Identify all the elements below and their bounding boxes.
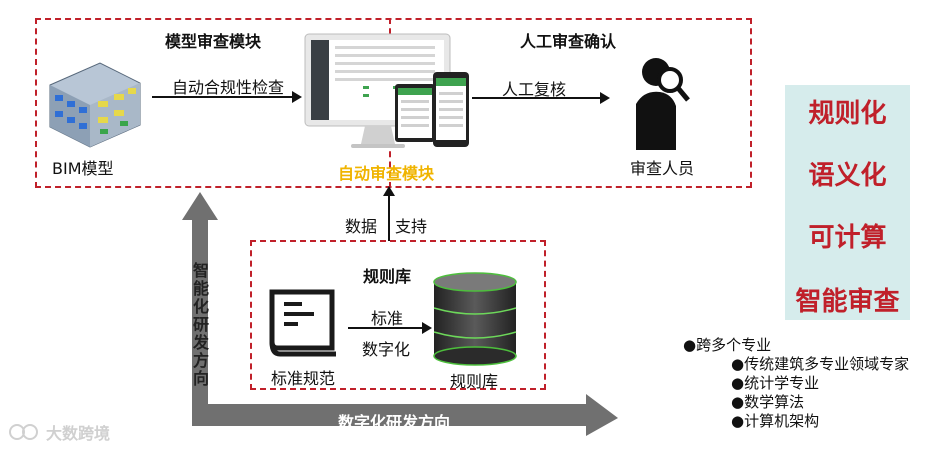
- side-item-smart-review: 智能审查: [795, 287, 900, 317]
- bim-label: BIM模型: [52, 159, 114, 178]
- data-support-arrow: [383, 186, 395, 241]
- watermark-logo-icon: [9, 424, 38, 440]
- watermark: 大数跨境: [8, 420, 110, 444]
- bullet-item: ●计算机架构: [731, 412, 820, 430]
- top-container: [35, 18, 752, 188]
- database-icon: [433, 272, 517, 366]
- manual-recheck-arrow: [472, 92, 610, 104]
- bim-model-icon: [49, 62, 141, 148]
- reviewer-label: 审查人员: [630, 159, 695, 178]
- side-item-computable: 可计算: [808, 223, 887, 253]
- horizontal-axis-label: 数字化研发方向: [338, 413, 451, 432]
- std-arrow-label-1: 标准: [371, 309, 404, 328]
- auto-module-label: 自动审查模块: [338, 164, 435, 183]
- side-panel: 规则化 语义化 可计算 智能审查: [785, 85, 910, 320]
- rules-title: 规则库: [363, 267, 412, 286]
- bullet-item: ●跨多个专业: [683, 336, 772, 354]
- side-item-semantic: 语义化: [808, 161, 887, 191]
- reviewer-icon: [636, 58, 690, 150]
- review-app-devices: [304, 33, 469, 148]
- vertical-axis-label: 智能化研发方向: [193, 261, 210, 388]
- manual-review-title: 人工审查确认: [520, 32, 617, 51]
- watermark-text: 大数跨境: [46, 424, 111, 443]
- bullet-item: ●统计学专业: [731, 374, 820, 392]
- support-label: 支持: [395, 217, 428, 236]
- side-item-rules: 规则化: [808, 99, 887, 129]
- digitize-arrow: [348, 322, 432, 334]
- research-axes: [182, 192, 618, 436]
- auto-check-arrow: [152, 91, 302, 103]
- bullet-item: ●数学算法: [731, 393, 805, 411]
- book-icon: [269, 289, 336, 357]
- std-arrow-label-2: 数字化: [362, 340, 411, 359]
- model-review-title: 模型审查模块: [165, 32, 262, 51]
- data-label: 数据: [345, 217, 378, 236]
- manual-recheck-label: 人工复核: [502, 80, 567, 99]
- bullet-item: ●传统建筑多专业领域专家: [731, 355, 910, 373]
- db-label: 规则库: [450, 372, 499, 391]
- std-label: 标准规范: [271, 369, 336, 388]
- rules-container: [250, 240, 546, 390]
- auto-check-label: 自动合规性检查: [172, 78, 285, 97]
